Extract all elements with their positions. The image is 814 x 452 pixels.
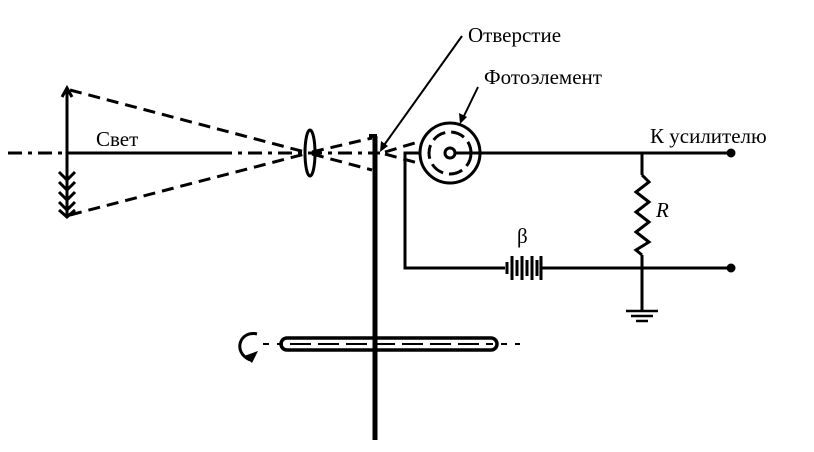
light-label: Свет xyxy=(96,127,138,151)
light-rays xyxy=(69,88,419,217)
resistor xyxy=(633,173,652,257)
aperture-pointer xyxy=(381,35,463,149)
output-terminal-bottom xyxy=(726,263,736,273)
aperture-label: Отверстие xyxy=(468,23,561,47)
resistor-label: R xyxy=(655,198,669,222)
lens xyxy=(303,128,317,178)
photocell-label: Фотоэлемент xyxy=(484,65,602,89)
photocell-pointer xyxy=(461,86,479,121)
object-arrow-head xyxy=(60,84,74,98)
battery-label: β xyxy=(517,224,528,248)
to-amplifier-label: К усилителю xyxy=(650,124,767,148)
circuit-wires xyxy=(403,151,730,310)
arrow-feathers xyxy=(57,170,77,219)
output-terminal-top xyxy=(726,148,736,158)
axle xyxy=(279,336,499,352)
battery xyxy=(505,256,543,280)
ground-icon xyxy=(626,309,658,323)
